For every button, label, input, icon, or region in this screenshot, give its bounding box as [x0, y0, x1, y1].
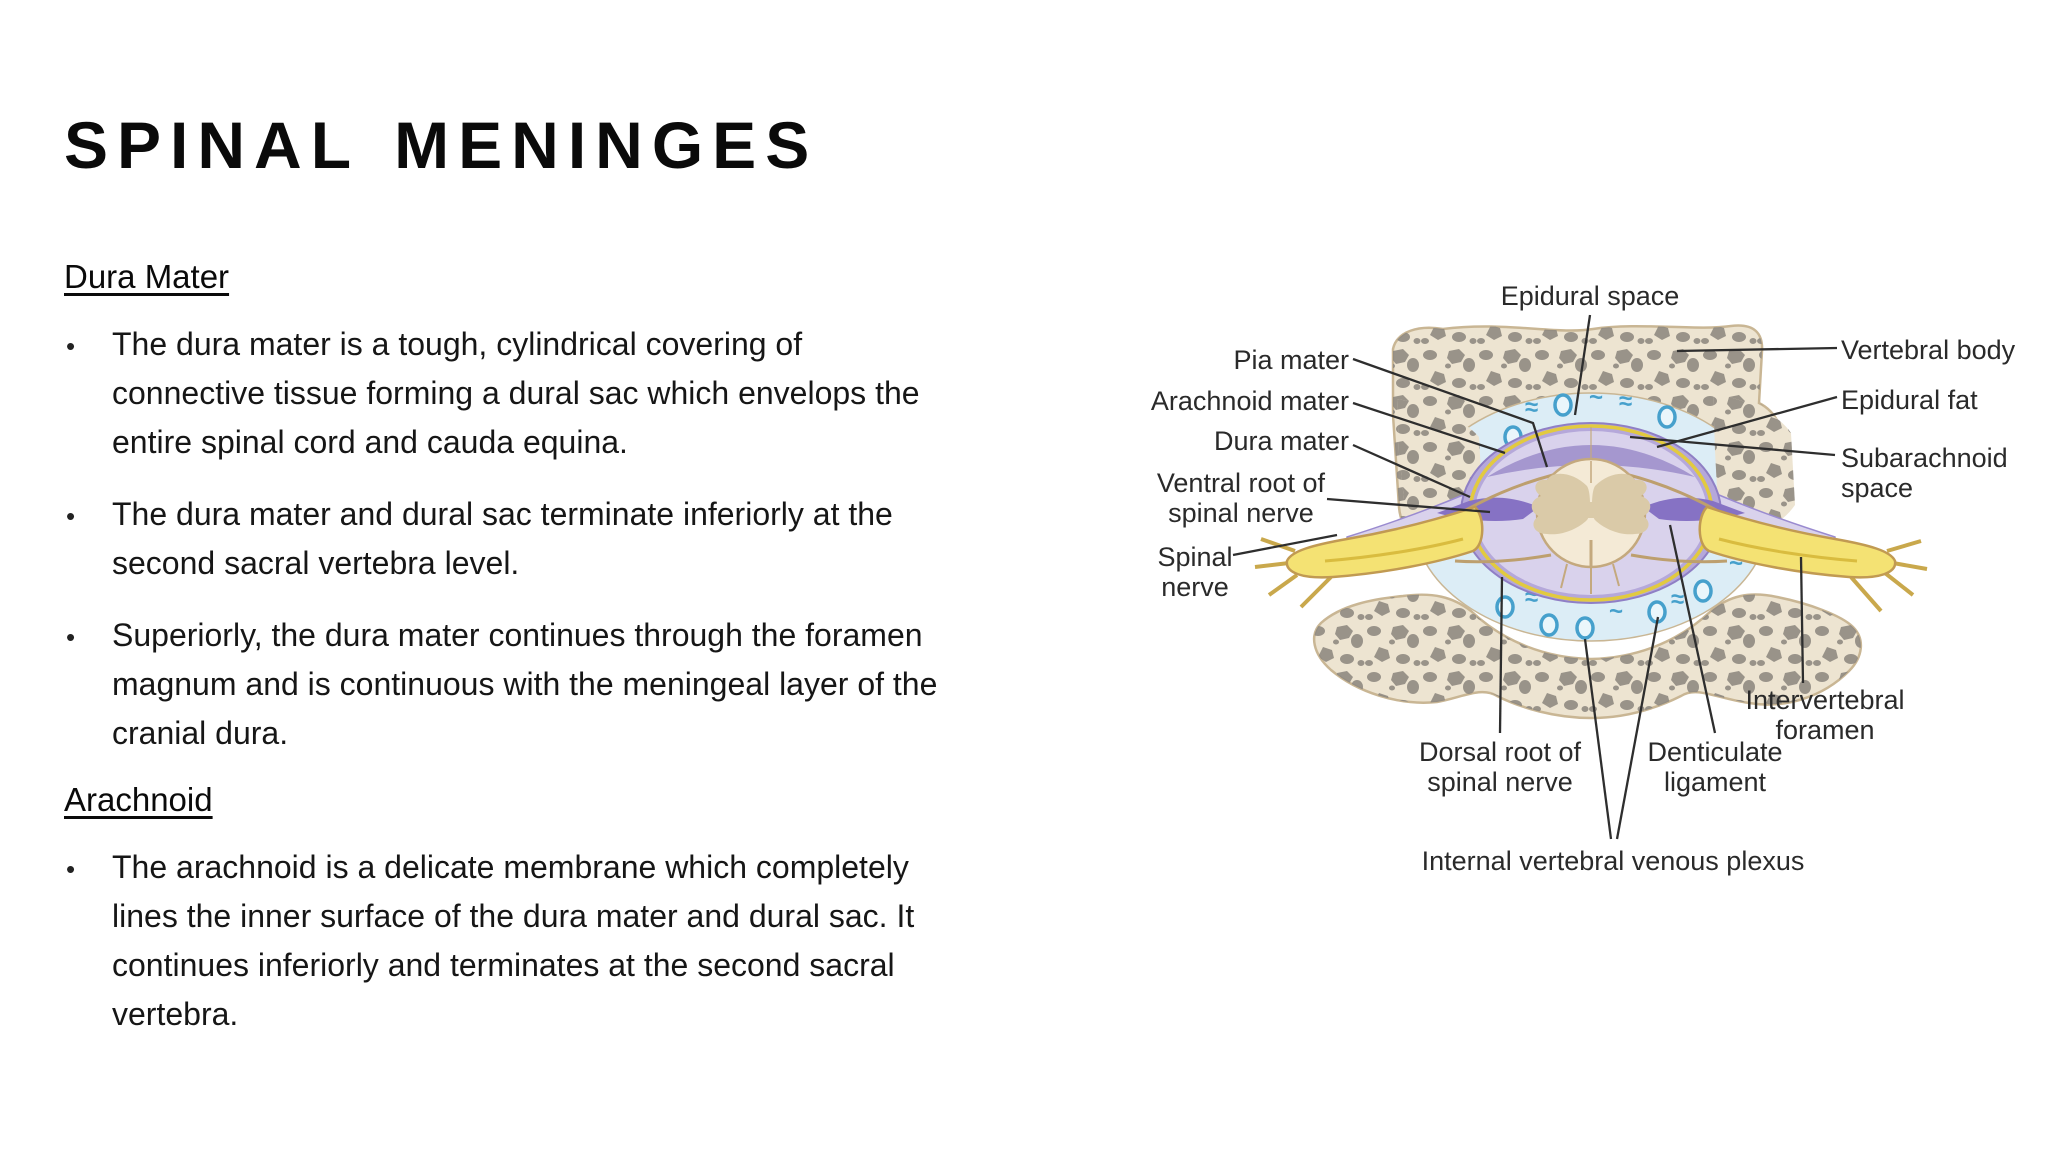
leader-vertebral-body: [1676, 346, 1838, 353]
leader-intervertebral-foramen: [1799, 556, 1805, 684]
fat-squiggle-icon: ≈: [1671, 586, 1684, 613]
label-dura-mater: Dura mater: [1213, 426, 1349, 456]
leader-venous-plexus-2: [1615, 616, 1660, 840]
leader-venous-plexus-1: [1583, 638, 1613, 840]
leader-epidural-fat: [1656, 395, 1838, 449]
label-epidural-space: Epidural space: [1500, 281, 1680, 311]
arachnoid-bullet-list: The arachnoid is a delicate membrane whi…: [64, 843, 1074, 1039]
vein-squiggle-icon: ~: [1589, 384, 1603, 411]
label-ventral-root: Ventral root of spinal nerve: [1156, 468, 1325, 528]
bullet-item: The dura mater and dural sac terminate i…: [64, 490, 1074, 588]
fat-squiggle-icon: ≈: [1525, 394, 1538, 421]
label-spinal-nerve: Spinal nerve: [1157, 542, 1233, 602]
anatomy-illustration: ≈ ≈ ≈ ≈ ≈ ≈ ~ ~ ~ ~ ~ ~: [1232, 314, 1928, 840]
label-pia-mater: Pia mater: [1233, 345, 1349, 375]
dura-mater-bullet-list: The dura mater is a tough, cylindrical c…: [64, 320, 1074, 758]
label-intervertebral-foramen: Intervertebral foramen: [1745, 685, 1905, 745]
label-vertebral-body: Vertebral body: [1841, 335, 2016, 365]
label-denticulate-ligament: Denticulate ligament: [1647, 737, 1783, 797]
bullet-item: Superiorly, the dura mater continues thr…: [64, 611, 1074, 758]
leader-pia-mater: [1352, 357, 1549, 468]
label-subarachnoid-space: Subarachnoid space: [1841, 443, 2008, 503]
label-venous-plexus: Internal vertebral venous plexus: [1421, 846, 1805, 876]
label-dorsal-root: Dorsal root of spinal nerve: [1418, 737, 1582, 797]
vein-squiggle-icon: ~: [1609, 598, 1623, 625]
page-title: SPINAL MENINGES: [64, 108, 819, 182]
section-heading-dura-mater: Dura Mater: [64, 258, 230, 295]
label-arachnoid-mater: Arachnoid mater: [1150, 386, 1349, 416]
bullet-item: The arachnoid is a delicate membrane whi…: [64, 843, 1074, 1039]
gray-matter-right: [1592, 473, 1651, 535]
bullet-item: The dura mater is a tough, cylindrical c…: [64, 320, 1074, 467]
leader-subarachnoid-space: [1629, 435, 1836, 457]
text-column: SPINAL MENINGES Dura Mater The dura mate…: [64, 112, 1074, 1062]
section-heading-arachnoid: Arachnoid: [64, 781, 213, 818]
leader-epidural-space: [1573, 314, 1592, 416]
spinal-cord: [1531, 427, 1651, 594]
leader-dura-mater: [1352, 443, 1471, 499]
cord-fissures: [1560, 427, 1620, 594]
spinal-nerve-right: [1698, 505, 1928, 613]
leader-arachnoid-mater: [1352, 401, 1506, 455]
leader-dorsal-root: [1498, 576, 1504, 734]
leader-lines: [1232, 314, 1838, 840]
gray-matter-left: [1531, 473, 1590, 535]
fat-squiggle-icon: ≈: [1619, 388, 1632, 415]
leader-spinal-nerve: [1232, 533, 1338, 557]
leader-ventral-root: [1326, 497, 1491, 514]
label-epidural-fat: Epidural fat: [1841, 385, 1978, 415]
spinal-nerve-left: [1254, 505, 1484, 609]
spinal-meninges-diagram: ≈ ≈ ≈ ≈ ≈ ≈ ~ ~ ~ ~ ~ ~: [1085, 255, 2025, 915]
leader-denticulate-ligament: [1668, 524, 1717, 734]
